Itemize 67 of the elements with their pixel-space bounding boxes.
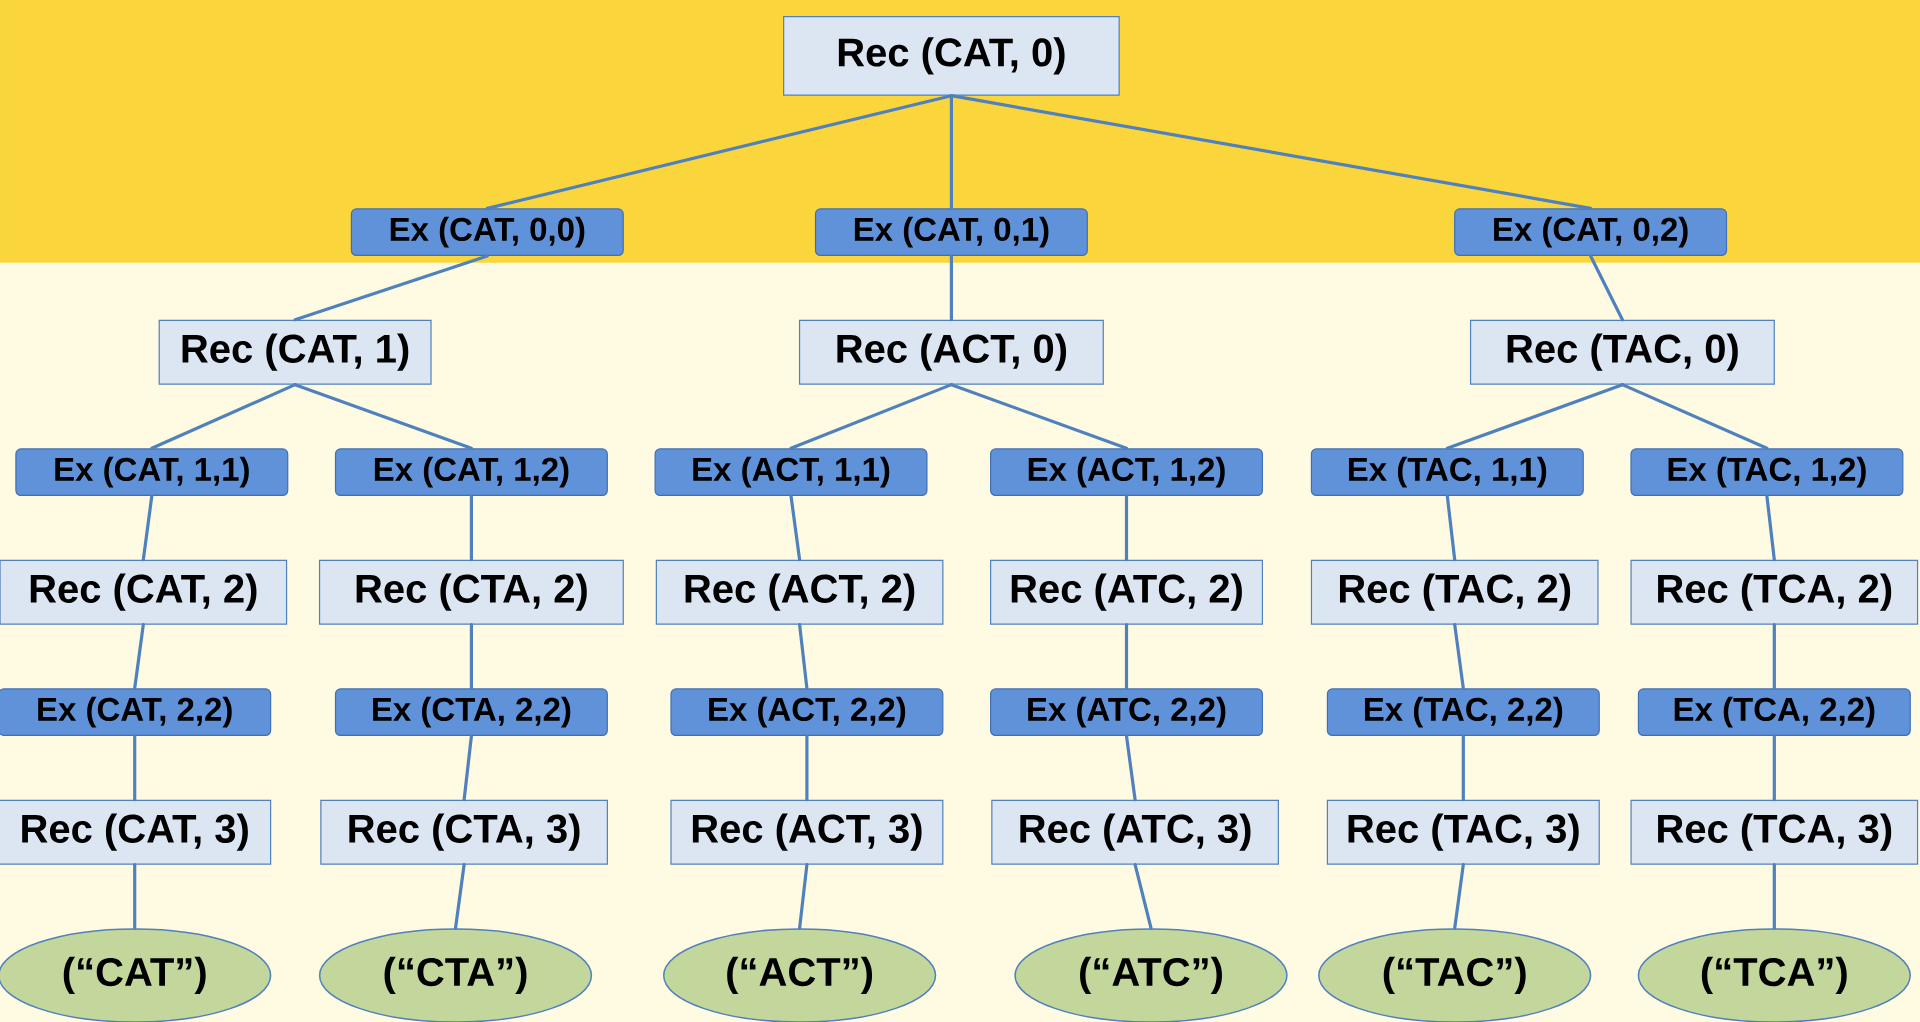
expand-box: Ex (ACT, 1,1) (654, 448, 928, 497)
connector-line (789, 383, 953, 450)
connector-line (1124, 623, 1129, 690)
connector-line (798, 623, 809, 690)
connector-line (469, 623, 473, 690)
record-box: Rec (ATC, 2) (990, 559, 1263, 625)
expand-box: Ex (CAT, 1,1) (15, 448, 289, 497)
expand-box: Ex (CAT, 0,0) (350, 208, 624, 257)
connector-line (949, 94, 1593, 210)
expand-box: Ex (ACT, 1,2) (990, 448, 1263, 497)
connector-line (1772, 623, 1776, 690)
connector-line (453, 863, 466, 930)
connector-line (133, 734, 137, 802)
expand-box: Ex (TCA, 2,2) (1637, 688, 1911, 737)
record-box: Rec (CAT, 0) (783, 16, 1120, 96)
record-box: Rec (CTA, 2) (318, 559, 624, 625)
record-box: Rec (CAT, 3) (0, 799, 272, 865)
expand-box: Ex (TAC, 1,2) (1630, 448, 1904, 497)
connector-line (293, 383, 473, 450)
connector-line (469, 494, 473, 562)
connector-line (1772, 863, 1776, 930)
record-box: Rec (ACT, 3) (670, 799, 944, 865)
connector-line (1453, 863, 1465, 930)
connector-line (150, 383, 297, 450)
connector-line (1445, 494, 1457, 562)
expand-box: Ex (ATC, 2,2) (990, 688, 1263, 737)
connector-line (133, 863, 137, 930)
connector-line (1772, 734, 1776, 802)
expand-box: Ex (ACT, 2,2) (670, 688, 944, 737)
record-box: Rec (CAT, 2) (0, 559, 288, 625)
record-box: Rec (TAC, 0) (1469, 319, 1775, 385)
connector-line (462, 734, 473, 802)
record-box: Rec (TAC, 3) (1326, 799, 1600, 865)
record-box: Rec (TAC, 2) (1310, 559, 1599, 625)
record-box: Rec (CAT, 1) (158, 319, 432, 385)
expand-box: Ex (CAT, 2,2) (0, 688, 272, 737)
connector-line (1765, 494, 1776, 562)
connector-line (1620, 383, 1769, 450)
record-box: Rec (TCA, 2) (1630, 559, 1919, 625)
connector-line (949, 94, 953, 210)
expand-box: Ex (CTA, 2,2) (334, 688, 608, 737)
connector-line (1133, 863, 1153, 930)
connector-line (133, 623, 145, 690)
record-box: Rec (CTA, 3) (320, 799, 608, 865)
connector-line (1589, 254, 1624, 322)
connector-line (789, 494, 802, 562)
connector-line (141, 494, 154, 562)
expand-box: Ex (CAT, 0,2) (1454, 208, 1728, 257)
expand-box: Ex (TAC, 2,2) (1326, 688, 1600, 737)
connector-line (485, 94, 953, 210)
record-box: Rec (ACT, 2) (655, 559, 944, 625)
connector-line (293, 254, 489, 322)
connector-line (1445, 383, 1624, 450)
expand-box: Ex (CAT, 1,2) (334, 448, 608, 497)
record-box: Rec (TCA, 3) (1630, 799, 1919, 865)
connector-line (805, 734, 809, 802)
connector-line (1461, 734, 1465, 802)
connector-line (949, 383, 1129, 450)
connector-line (949, 254, 953, 322)
expand-box: Ex (TAC, 1,1) (1310, 448, 1584, 497)
connector-line (798, 863, 809, 930)
connector-line (1453, 623, 1465, 690)
record-box: Rec (ATC, 3) (991, 799, 1279, 865)
connector-line (1124, 734, 1137, 802)
expand-box: Ex (CAT, 0,1) (814, 208, 1088, 257)
record-box: Rec (ACT, 0) (798, 319, 1104, 385)
connector-line (1124, 494, 1129, 562)
